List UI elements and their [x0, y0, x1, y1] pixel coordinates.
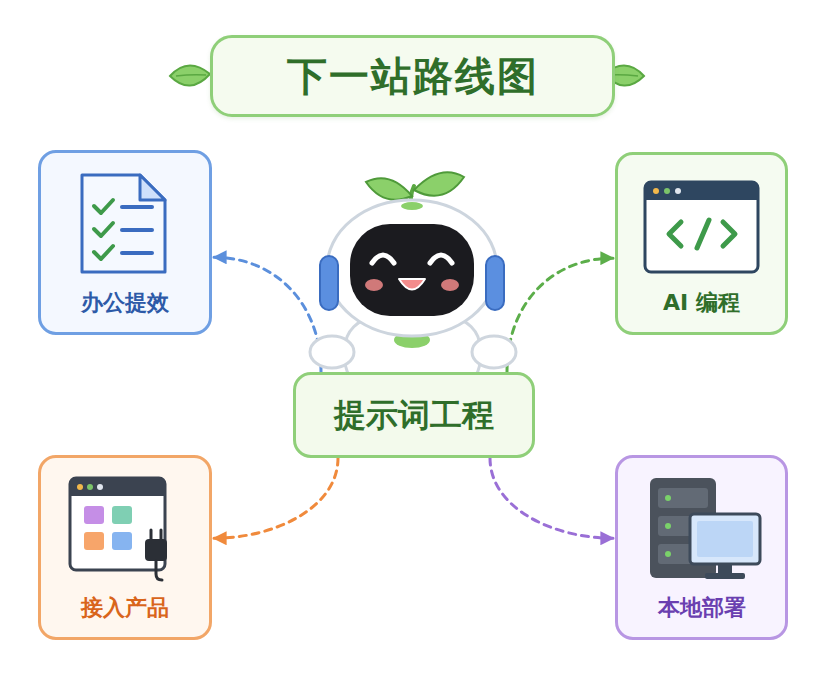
node-label: 本地部署 — [658, 595, 746, 621]
server-monitor-icon — [650, 478, 760, 579]
dashed-connector — [214, 257, 321, 372]
topic-card: AI 编程 — [615, 152, 788, 335]
topic-card: 办公提效 — [38, 150, 212, 335]
title-text: 下一站路线图 — [287, 52, 539, 100]
node-label: 提示词工程 — [334, 396, 494, 434]
dashed-connector — [507, 258, 613, 372]
topic-card: 本地部署 — [615, 455, 788, 640]
node-label: 接入产品 — [81, 595, 169, 621]
checklist-icon — [82, 175, 165, 272]
hub-box: 提示词工程 — [293, 372, 535, 458]
code-window-icon — [645, 182, 758, 272]
dashed-connector — [490, 458, 613, 538]
node-label: 办公提效 — [81, 290, 169, 316]
topic-card: 接入产品 — [38, 455, 212, 640]
title-banner: 下一站路线图 — [210, 35, 615, 117]
app-plug-icon — [70, 478, 167, 580]
dashed-connector — [214, 458, 338, 538]
node-label: AI 编程 — [663, 290, 740, 316]
